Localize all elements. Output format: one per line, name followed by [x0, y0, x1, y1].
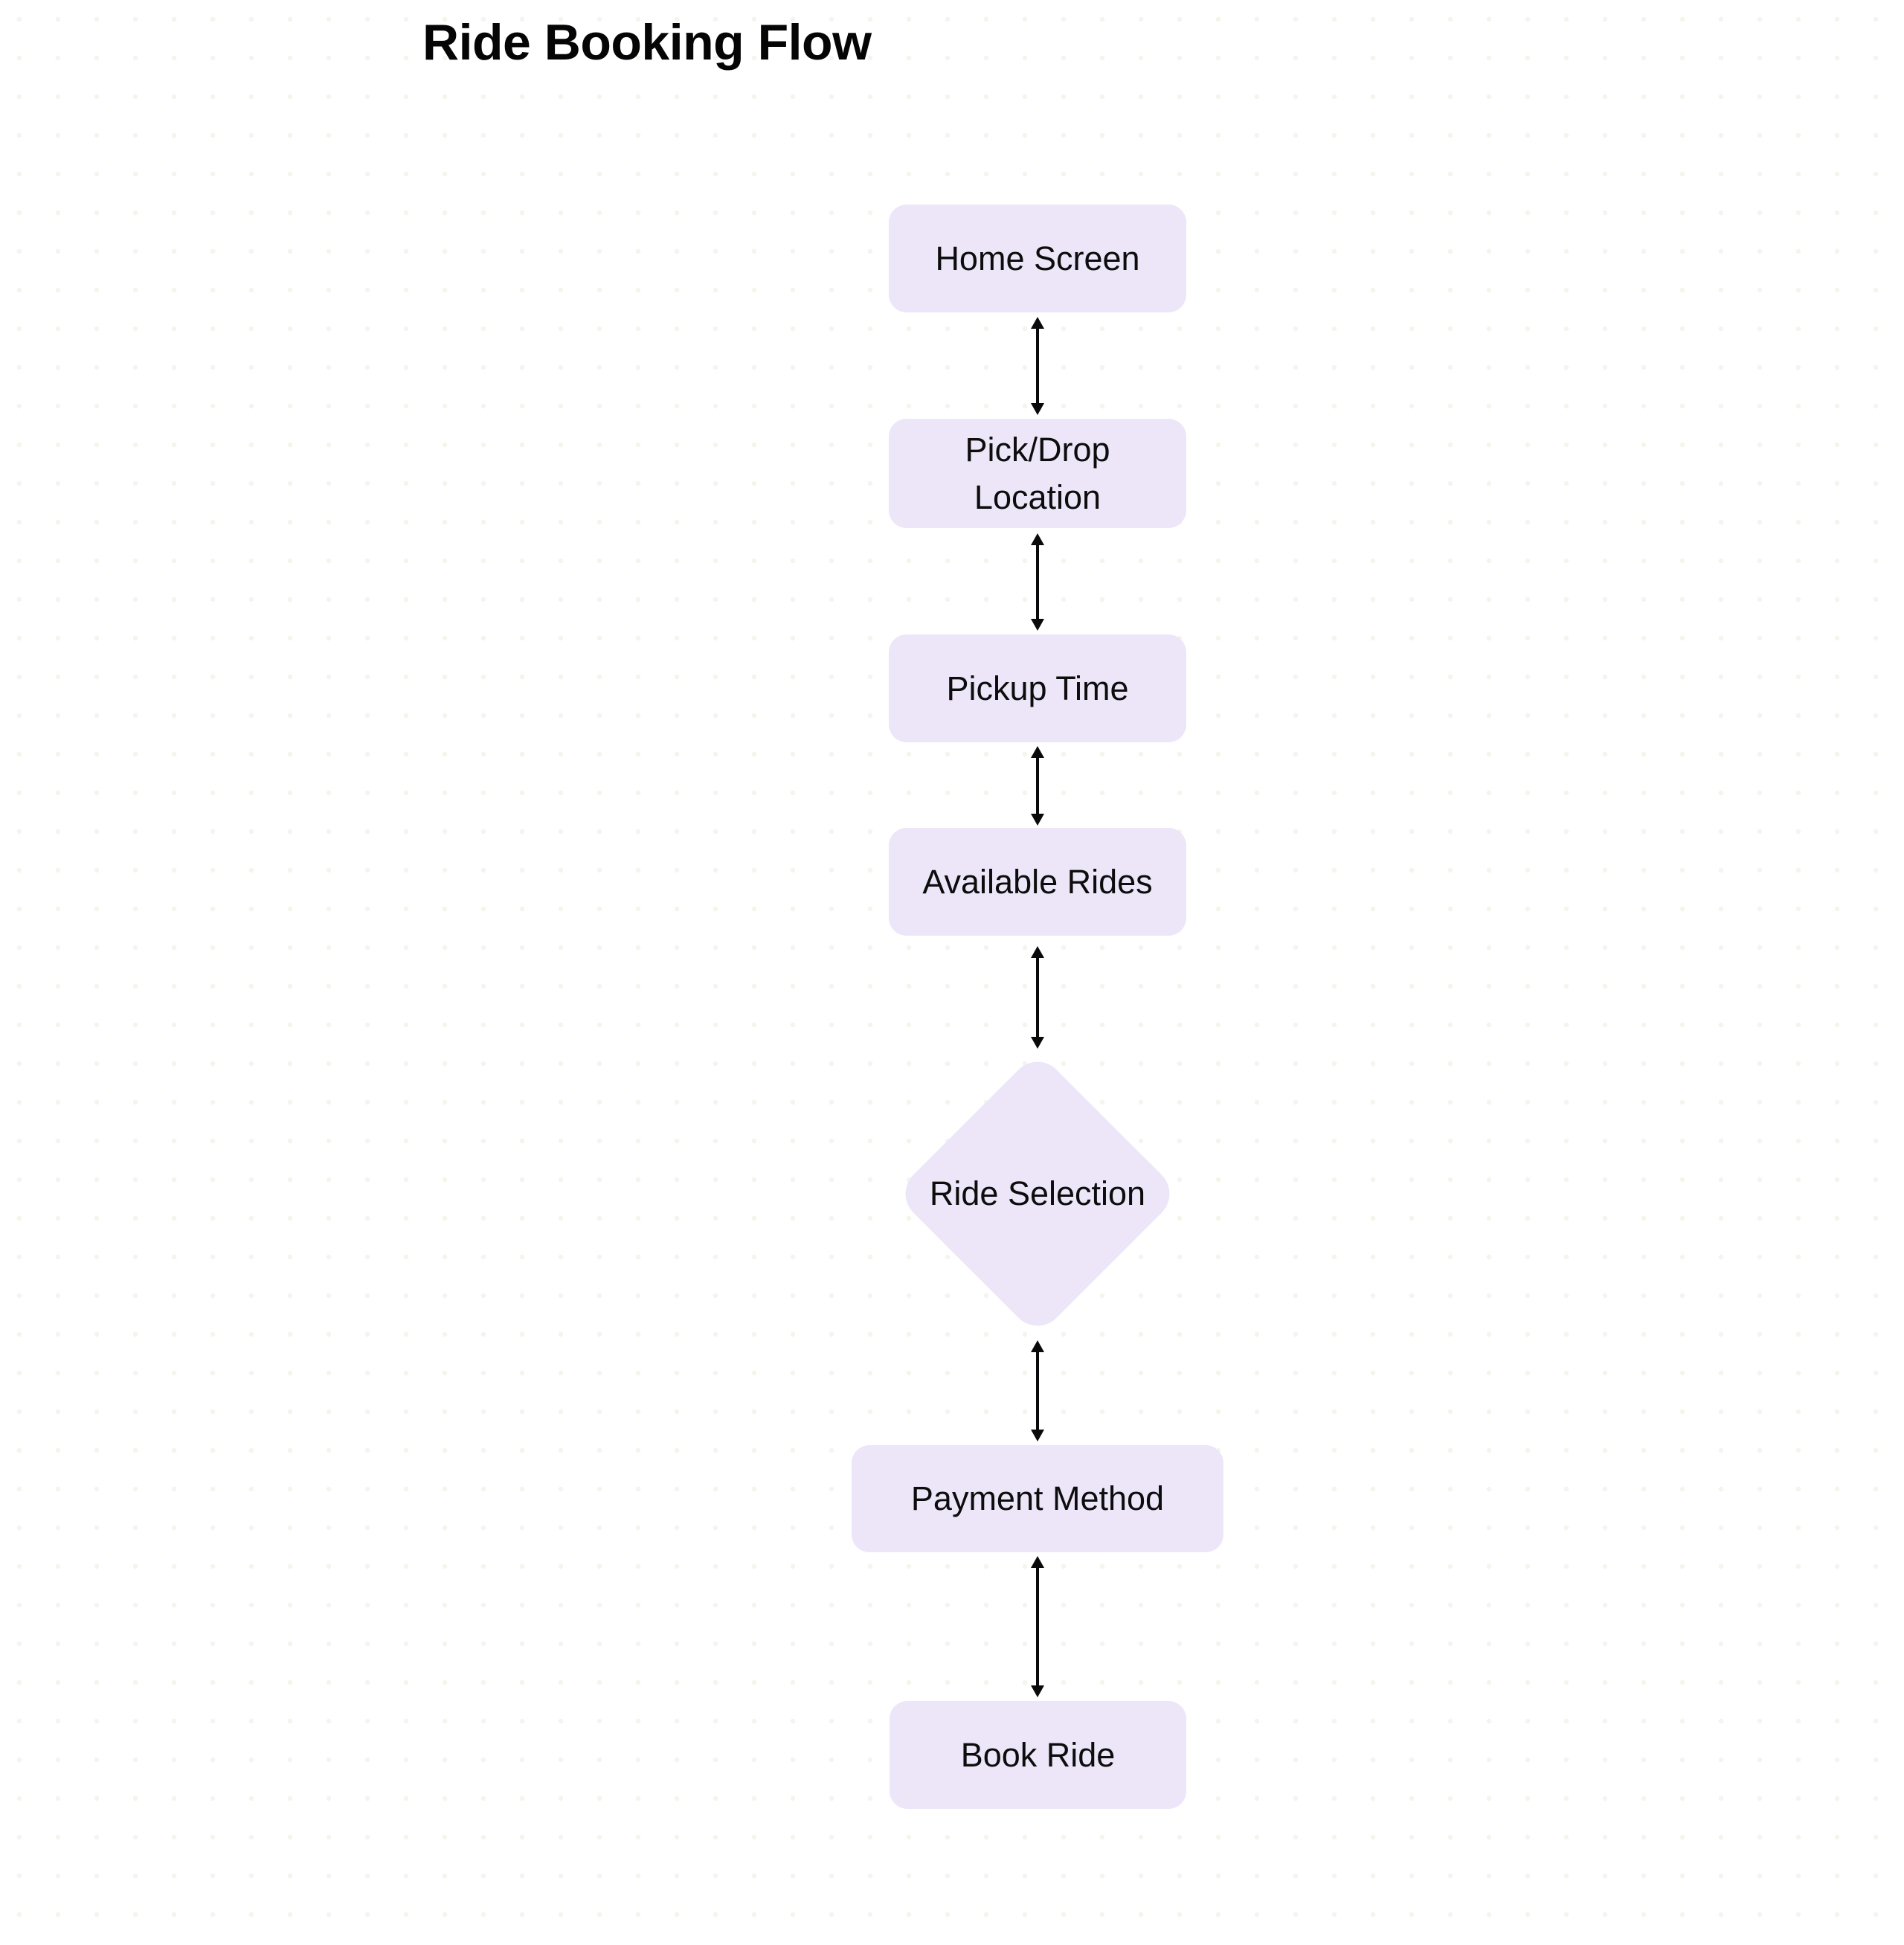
node-ride-selection-label: Ride Selection [929, 1174, 1146, 1213]
edge-payment-method-to-book-ride [1030, 1556, 1045, 1697]
arrow-stem [1036, 1352, 1039, 1430]
arrowhead-up-icon [1031, 1556, 1044, 1568]
edge-available-rides-to-ride-selection [1030, 946, 1045, 1049]
arrowhead-down-icon [1031, 403, 1044, 415]
diagram-title: Ride Booking Flow [422, 14, 872, 71]
node-payment-method-label: Payment Method [910, 1479, 1165, 1518]
node-pickup-time: Pickup Time [889, 634, 1186, 742]
edge-pickup-time-to-available-rides [1030, 746, 1045, 826]
arrowhead-down-icon [1031, 1037, 1044, 1049]
node-home-screen-label: Home Screen [935, 239, 1140, 277]
arrow-stem [1036, 958, 1039, 1037]
node-ride-selection: Ride Selection [894, 1050, 1181, 1337]
arrowhead-up-icon [1031, 317, 1044, 329]
arrowhead-up-icon [1031, 1340, 1044, 1352]
node-available-rides-label: Available Rides [922, 862, 1153, 901]
node-available-rides: Available Rides [889, 828, 1186, 936]
arrow-stem [1036, 329, 1039, 403]
node-pick-drop-location: Pick/Drop Location [889, 419, 1186, 528]
edge-pick-drop-to-pickup-time [1030, 533, 1045, 631]
arrowhead-up-icon [1031, 946, 1044, 958]
arrow-stem [1036, 1568, 1039, 1685]
node-home-screen: Home Screen [889, 205, 1186, 312]
arrow-stem [1036, 758, 1039, 814]
arrowhead-down-icon [1031, 814, 1044, 826]
edge-ride-selection-to-payment-method [1030, 1340, 1045, 1441]
node-book-ride-label: Book Ride [960, 1735, 1116, 1774]
arrowhead-down-icon [1031, 619, 1044, 631]
arrowhead-down-icon [1031, 1430, 1044, 1441]
node-pick-drop-location-label: Pick/Drop Location [965, 430, 1110, 516]
edge-home-screen-to-pick-drop [1030, 317, 1045, 415]
arrowhead-down-icon [1031, 1685, 1044, 1697]
arrowhead-up-icon [1031, 533, 1044, 545]
node-book-ride: Book Ride [890, 1701, 1186, 1809]
node-payment-method: Payment Method [852, 1445, 1223, 1552]
arrowhead-up-icon [1031, 746, 1044, 758]
node-pickup-time-label: Pickup Time [946, 669, 1129, 707]
arrow-stem [1036, 545, 1039, 619]
